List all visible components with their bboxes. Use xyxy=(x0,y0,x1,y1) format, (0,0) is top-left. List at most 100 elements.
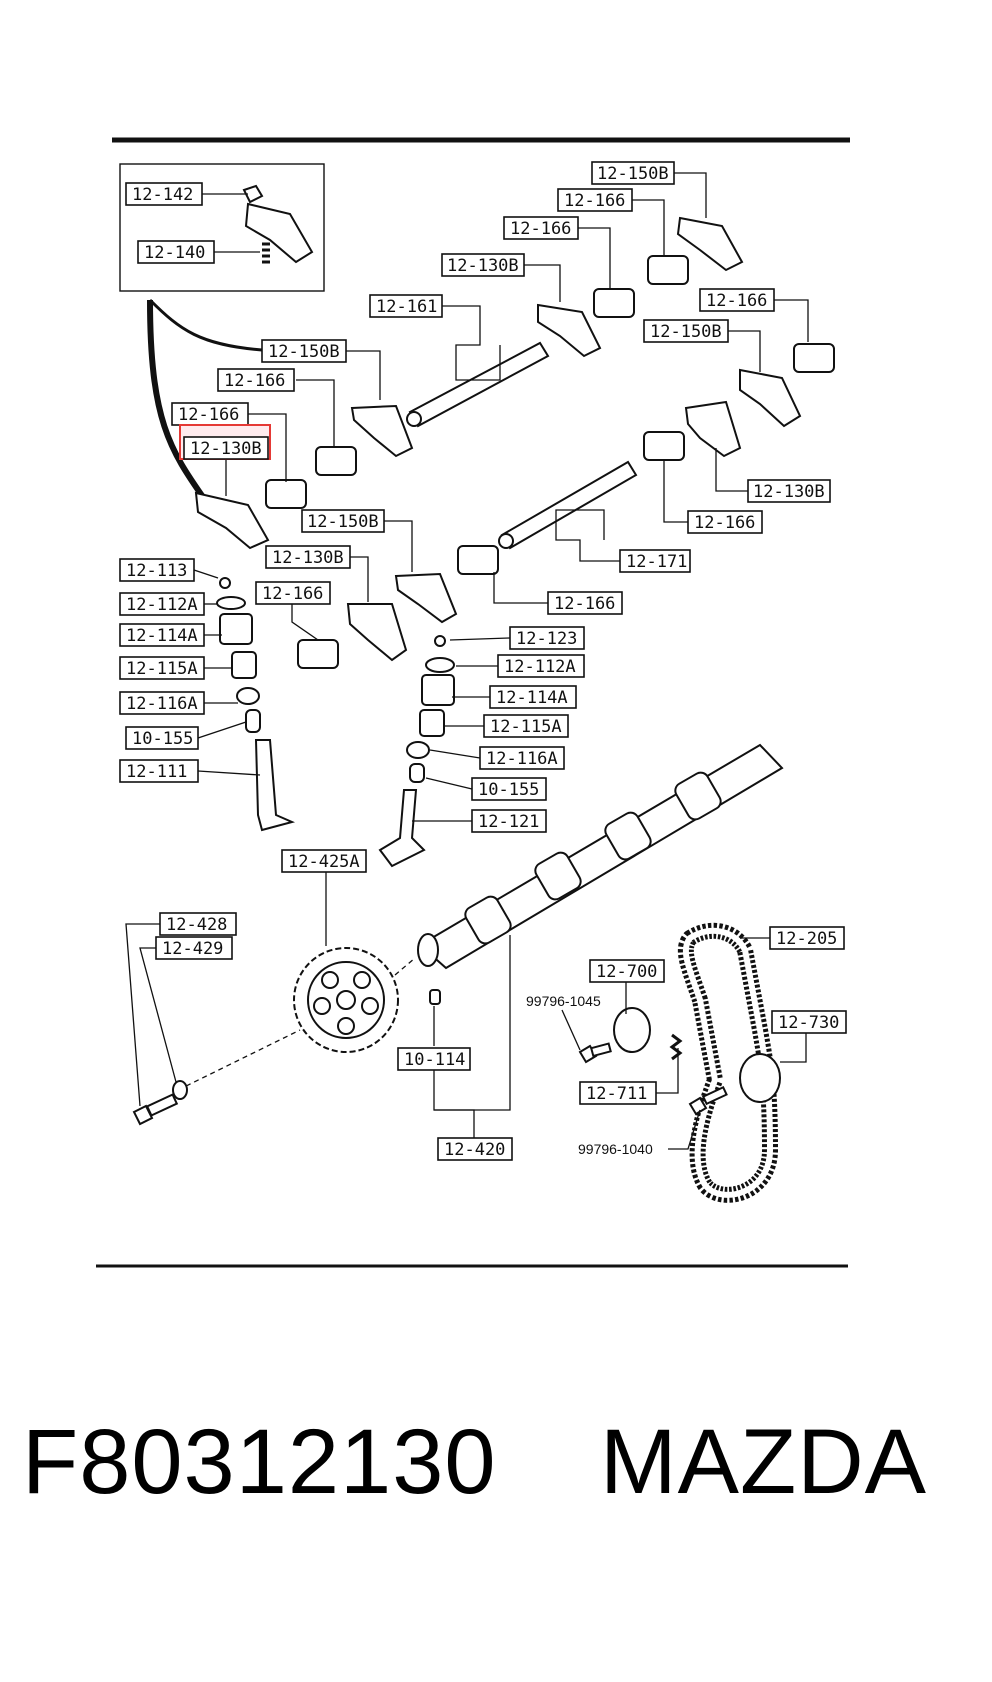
part-label: 12-428 xyxy=(159,912,237,936)
part-label: 12-112A xyxy=(497,654,585,678)
part-label-text: 10-155 xyxy=(478,780,539,800)
part-label: 12-113 xyxy=(119,558,195,582)
part-label-text: 12-166 xyxy=(694,513,755,533)
part-label-text: 12-111 xyxy=(126,762,187,782)
part-label-text: 12-428 xyxy=(166,915,227,935)
bolt-part-number: 99796-1045 xyxy=(526,993,601,1009)
part-label-text: 12-150B xyxy=(597,164,669,184)
part-label: 12-150B xyxy=(591,161,675,185)
part-label: 12-114A xyxy=(489,685,577,709)
leader-lines xyxy=(125,172,809,1150)
part-label-text: 12-161 xyxy=(376,297,437,317)
part-label-highlighted: 12-130B xyxy=(179,424,271,460)
part-label: 12-429 xyxy=(155,936,233,960)
bolt-part-number: 99796-1040 xyxy=(578,1141,653,1157)
tensioner xyxy=(578,1007,781,1116)
part-label: 12-121 xyxy=(471,809,547,833)
part-label: 12-711 xyxy=(579,1081,657,1105)
part-label-text: 10-114 xyxy=(404,1050,465,1070)
part-label-text: 12-140 xyxy=(144,243,205,263)
part-label: 12-425A xyxy=(281,849,367,873)
part-label-text: 12-123 xyxy=(516,629,577,649)
part-label: 12-114A xyxy=(119,623,205,647)
part-label-text: 12-142 xyxy=(132,185,193,205)
part-label-text: 12-171 xyxy=(626,552,687,572)
part-label-text: 12-425A xyxy=(288,852,360,872)
part-label: 12-420 xyxy=(437,1137,513,1161)
brand-title: MAZDA xyxy=(600,1411,927,1513)
part-label: 12-166 xyxy=(557,188,633,212)
part-label-text: 12-730 xyxy=(778,1013,839,1033)
part-label: 12-112A xyxy=(119,592,205,616)
part-label-text: 12-166 xyxy=(510,219,571,239)
part-label: 12-166 xyxy=(547,591,623,615)
part-number-title: F80312130 xyxy=(22,1411,497,1513)
part-label-text: 12-113 xyxy=(126,561,187,581)
rocker-springs xyxy=(265,255,835,669)
part-label: 12-171 xyxy=(619,549,691,573)
part-label-text: 12-166 xyxy=(706,291,767,311)
part-label: 10-155 xyxy=(471,777,547,801)
pulley-bolt xyxy=(132,989,441,1126)
part-label-text: 12-114A xyxy=(126,626,198,646)
part-label-text: 12-166 xyxy=(178,405,239,425)
part-label-text: 12-121 xyxy=(478,812,539,832)
part-label: 12-116A xyxy=(119,691,205,715)
part-label: 12-166 xyxy=(217,368,295,392)
valve-assembly-left xyxy=(216,577,296,832)
part-label-text: 12-150B xyxy=(650,322,722,342)
part-label-text: 12-711 xyxy=(586,1084,647,1104)
rocker-shaft-upper xyxy=(406,341,550,428)
part-label: 12-142 xyxy=(125,182,203,206)
part-label: 12-111 xyxy=(119,759,199,783)
timing-belt xyxy=(677,922,779,1203)
part-label-text: 12-130B xyxy=(272,548,344,568)
part-label-text: 12-115A xyxy=(126,659,198,679)
part-label: 12-130B xyxy=(747,479,831,503)
part-label: 10-155 xyxy=(125,726,199,750)
part-label: 12-150B xyxy=(301,509,385,533)
part-label-text: 12-150B xyxy=(268,342,340,362)
part-label-text: 10-155 xyxy=(132,729,193,749)
part-label-text: 12-115A xyxy=(490,717,562,737)
part-label: 12-150B xyxy=(261,339,347,363)
part-label-text: 12-130B xyxy=(190,439,262,459)
part-label-text: 12-116A xyxy=(486,749,558,769)
part-label: 12-730 xyxy=(771,1010,847,1034)
part-label: 12-166 xyxy=(255,581,331,605)
footer: F80312130 MAZDA xyxy=(0,1410,992,1550)
part-label: 12-161 xyxy=(369,294,443,318)
part-label-text: 12-166 xyxy=(564,191,625,211)
part-label-text: 12-112A xyxy=(126,595,198,615)
part-label: 10-114 xyxy=(397,1047,471,1071)
part-label: 12-130B xyxy=(441,253,525,277)
part-label-text: 12-166 xyxy=(262,584,323,604)
part-label-text: 12-205 xyxy=(776,929,837,949)
part-label: 12-166 xyxy=(503,216,579,240)
part-label: 12-166 xyxy=(171,402,249,426)
part-label: 12-166 xyxy=(687,510,763,534)
part-label-text: 12-420 xyxy=(444,1140,505,1160)
part-label-text: 12-114A xyxy=(496,688,568,708)
rocker-arms xyxy=(194,216,802,662)
part-label-text: 12-150B xyxy=(307,512,379,532)
part-label: 12-115A xyxy=(119,656,205,680)
part-label-text: 12-116A xyxy=(126,694,198,714)
part-label-text: 12-429 xyxy=(162,939,223,959)
cam-pulley xyxy=(177,947,416,1091)
part-label: 12-123 xyxy=(509,626,585,650)
inset-detail xyxy=(119,163,325,502)
rocker-shaft-lower xyxy=(498,460,638,550)
part-labels: 12-142 12-140 12-150B 12-166 12-166 12-1… xyxy=(119,161,847,1161)
part-label-text: 12-700 xyxy=(596,962,657,982)
part-label: 12-700 xyxy=(589,959,665,983)
part-label: 12-116A xyxy=(479,746,565,770)
camshaft xyxy=(417,743,784,970)
part-label: 12-140 xyxy=(137,240,215,264)
part-label: 12-150B xyxy=(643,319,729,343)
part-label-text: 12-130B xyxy=(753,482,825,502)
part-label: 12-205 xyxy=(769,926,845,950)
part-label: 12-115A xyxy=(483,714,569,738)
part-label-text: 12-112A xyxy=(504,657,576,677)
